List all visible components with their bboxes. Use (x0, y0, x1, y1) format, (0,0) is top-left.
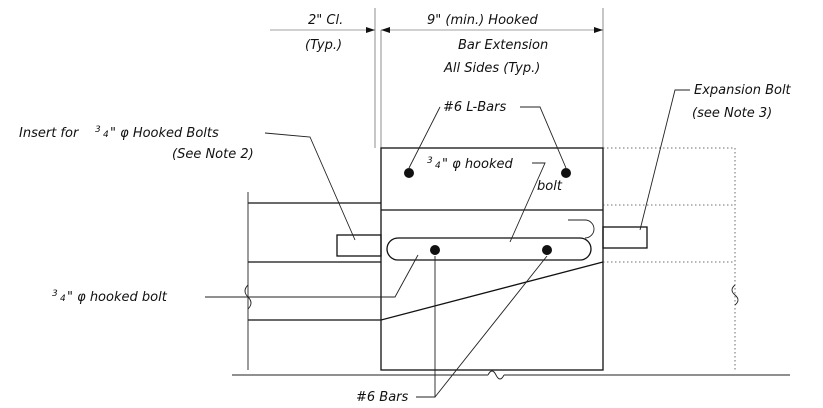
left-insert-bolt (336, 234, 382, 257)
insert-note-label: (See Note 2) (172, 147, 254, 162)
hooked-bolt-outer (386, 237, 592, 261)
bar-6-left (430, 245, 440, 255)
extension-label-line2: Bar Extension (458, 38, 548, 53)
extension-label-line1: 9" (min.) Hooked (427, 13, 539, 28)
leader-lines (205, 89, 690, 398)
expansion-bolt-label-line1: Expansion Bolt (694, 83, 792, 98)
l-bar-right (561, 168, 571, 178)
hooked-bolt-label-line2: bolt (537, 179, 563, 194)
insert-label-rest: " φ Hooked Bolts (110, 126, 219, 141)
adjacent-dotted-outline (603, 147, 739, 370)
clearance-arrow (366, 27, 375, 33)
hooked-bolt-hook (568, 219, 595, 239)
clearance-label-line2: (Typ.) (305, 38, 342, 53)
left-girder-lines (244, 192, 604, 370)
bars-bottom-label: #6 Bars (356, 390, 409, 405)
extension-arrow-left (381, 27, 390, 33)
bar-6-right (542, 245, 552, 255)
hooked-bolt-fraction-denominator: 4 (435, 161, 441, 171)
left-bolt-fraction-denominator: 4 (60, 294, 66, 304)
bottom-base-line (232, 370, 790, 380)
l-bar-left (404, 168, 414, 178)
clearance-label-line1: 2" Cl. (308, 13, 343, 28)
insert-fraction-denominator: 4 (103, 130, 109, 140)
l-bars-label: #6 L-Bars (443, 100, 506, 115)
insert-fraction-numerator: 3 (95, 125, 101, 135)
left-bolt-label-rest: " φ hooked bolt (67, 290, 168, 305)
insert-label-main: Insert for (19, 126, 80, 141)
sloped-bearing-line (380, 261, 604, 321)
extension-label-line3: All Sides (Typ.) (443, 61, 540, 76)
hooked-bolt-fraction-numerator: 3 (427, 156, 433, 166)
hooked-bolt-label-rest: " φ hooked (442, 157, 513, 172)
expansion-bolt-label-line2: (see Note 3) (692, 106, 772, 121)
expansion-bolt (602, 226, 648, 249)
extension-arrow-right (594, 27, 603, 33)
top-dimension-group (270, 8, 604, 148)
left-bolt-fraction-numerator: 3 (52, 289, 58, 299)
concrete-block-outline (380, 147, 604, 371)
